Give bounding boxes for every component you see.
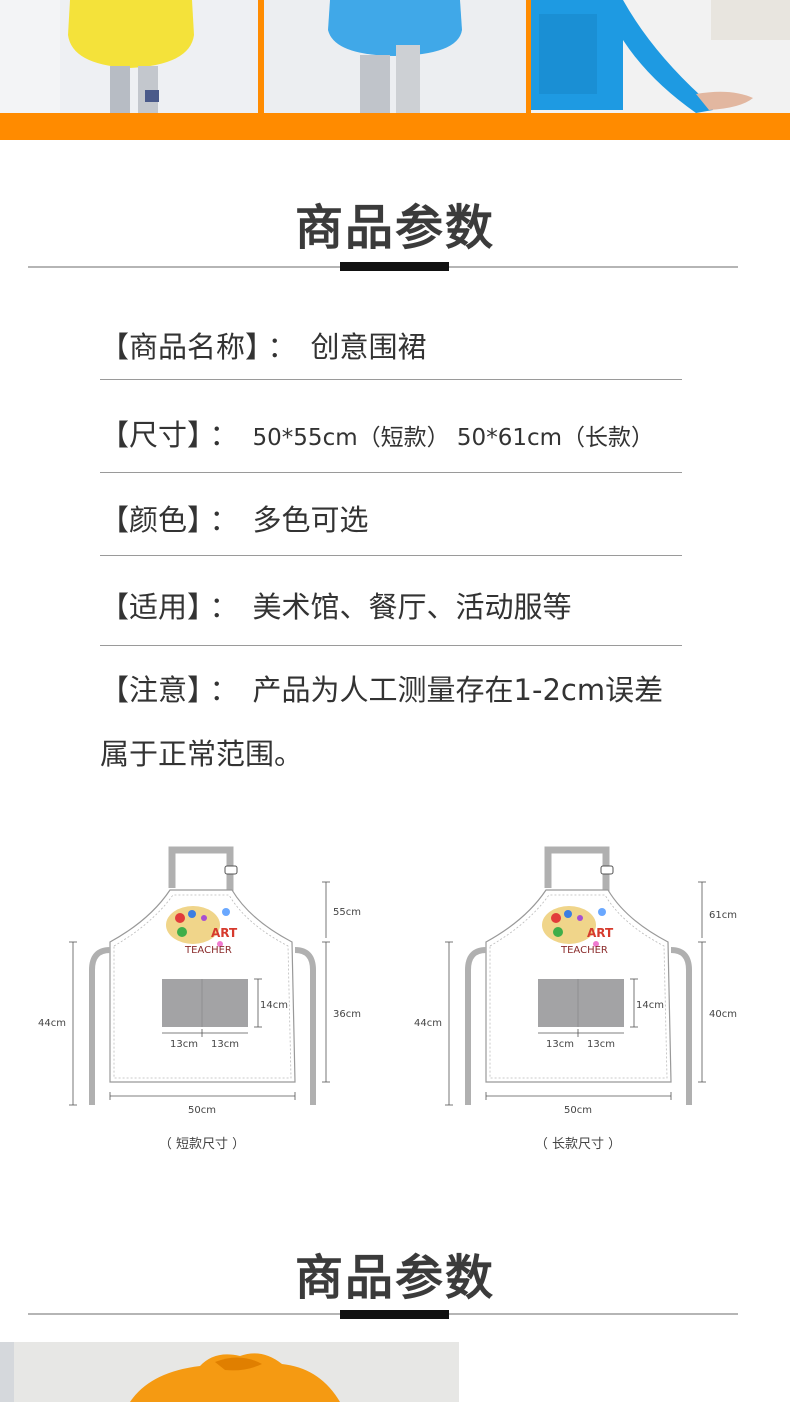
caption-long: （ 长款尺寸 ） [534, 1137, 622, 1152]
section-title: 商品参数 [294, 1250, 495, 1306]
note-line-1: 产品为人工测量存在1-2cm误差 [252, 673, 664, 707]
photo-blue-apron [264, 0, 526, 113]
logo-line-2: TEACHER [560, 945, 608, 956]
spec-value: 多色可选 [252, 503, 369, 537]
spec-separator: ： [209, 418, 239, 452]
dim-pocket-height: 14cm [260, 1000, 288, 1011]
spec-row-usage: 【适用】： 美术馆、餐厅、活动服等 [100, 584, 682, 626]
title-underline-bar [340, 262, 449, 271]
photo-blue-apron-sleeve [531, 0, 790, 113]
dim-width: 50cm [564, 1105, 592, 1116]
dim-pocket-width-1: 13cm [170, 1039, 198, 1050]
row-divider [100, 645, 682, 646]
spec-value: 创意围裙 [310, 330, 427, 364]
spec-value: 50*55cm（短款） 50*61cm（长款） [252, 425, 655, 451]
spec-note: 【注意】： 产品为人工测量存在1-2cm误差 属于正常范围。 [100, 658, 700, 786]
dim-top: 61cm [709, 910, 737, 921]
spec-separator: ： [209, 590, 239, 624]
spec-key: 【颜色】 [100, 503, 202, 537]
spec-row-name: 【商品名称】： 创意围裙 [100, 324, 682, 366]
dim-pocket-width-1: 13cm [546, 1039, 574, 1050]
row-divider [100, 472, 682, 473]
spec-separator: ： [267, 330, 297, 364]
section-title: 商品参数 [294, 200, 495, 256]
spec-separator: ： [209, 503, 239, 537]
spec-key: 【尺寸】 [100, 418, 202, 452]
spec-key: 【商品名称】 [100, 330, 260, 364]
row-divider [100, 555, 682, 556]
spec-row-color: 【颜色】： 多色可选 [100, 497, 682, 539]
size-diagram-long: ART TEACHER 14cm 13cm 13cm 61cm 40cm 44c… [406, 840, 746, 1124]
product-photo-orange-apron [0, 1342, 459, 1402]
note-separator: ： [209, 673, 239, 707]
dim-width: 50cm [188, 1105, 216, 1116]
dim-top: 55cm [333, 907, 361, 918]
dim-pocket-height: 14cm [636, 1000, 664, 1011]
dim-side-left: 44cm [414, 1018, 442, 1029]
size-diagram-short: ART TEACHER 14cm 13cm 13cm 55cm 36cm 44c… [30, 840, 370, 1124]
product-photo-strip [0, 0, 790, 140]
spec-value: 美术馆、餐厅、活动服等 [252, 590, 572, 624]
dim-pocket-width-2: 13cm [211, 1039, 239, 1050]
logo-line-1: ART [587, 926, 614, 940]
dim-side-right: 36cm [333, 1009, 361, 1020]
note-key: 【注意】 [100, 673, 202, 707]
row-divider [100, 379, 682, 380]
photo-yellow-apron [0, 0, 258, 113]
logo-line-2: TEACHER [184, 945, 232, 956]
art-teacher-logo: ART TEACHER [542, 906, 614, 956]
logo-line-1: ART [211, 926, 238, 940]
art-teacher-logo: ART TEACHER [166, 906, 238, 956]
note-line-2: 属于正常范围。 [100, 737, 304, 771]
dim-side-left: 44cm [38, 1018, 66, 1029]
caption-short: （ 短款尺寸 ） [158, 1137, 246, 1152]
dim-side-right: 40cm [709, 1009, 737, 1020]
spec-key: 【适用】 [100, 590, 202, 624]
dim-pocket-width-2: 13cm [587, 1039, 615, 1050]
title-underline-bar [340, 1310, 449, 1319]
spec-row-size: 【尺寸】： 50*55cm（短款） 50*61cm（长款） [100, 412, 682, 454]
